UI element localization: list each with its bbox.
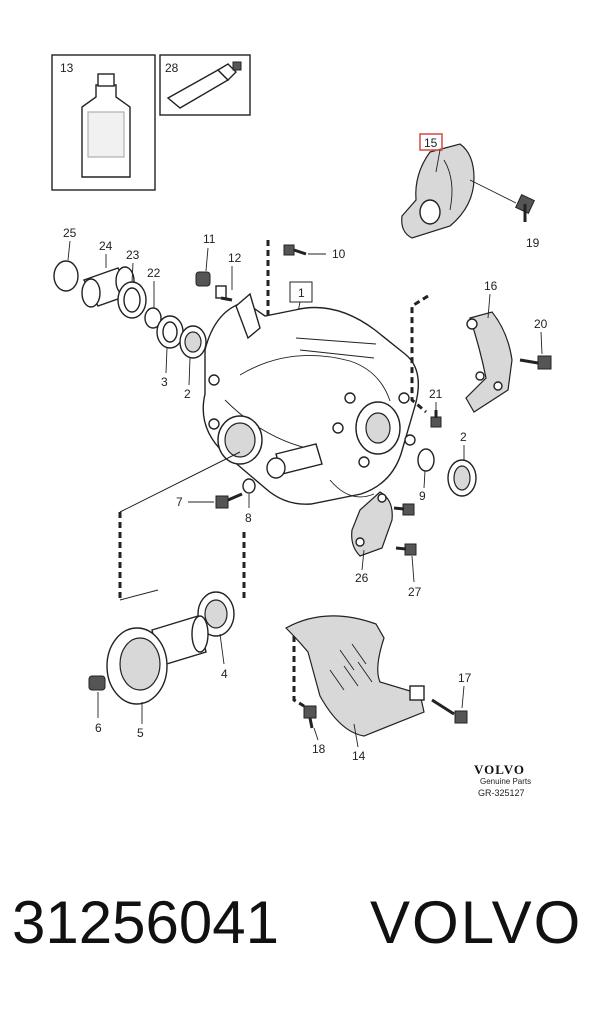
genuine-parts-label: Genuine Parts	[480, 777, 531, 786]
listing-footer: 31256041 VOLVO	[0, 880, 600, 990]
part-8-washer[interactable]	[242, 478, 256, 494]
callout-7: 7	[176, 495, 183, 509]
part-10-bolt[interactable]	[283, 244, 307, 256]
callout-25: 25	[63, 226, 77, 240]
part-9-ring[interactable]	[417, 448, 435, 472]
part-23-seal[interactable]	[117, 281, 147, 319]
exploded-parts-diagram: 13 28 15 19 25 24 23 22	[51, 54, 552, 798]
callout-11: 11	[203, 232, 216, 246]
part-number: 31256041	[12, 889, 279, 956]
callout-19: 19	[526, 236, 540, 250]
part-27-bolts[interactable]	[393, 503, 417, 556]
part-16-bracket[interactable]	[465, 311, 513, 413]
callout-17: 17	[458, 671, 472, 685]
part-21-bolt[interactable]	[430, 410, 442, 428]
callout-1: 1	[298, 286, 305, 300]
part-22-ring[interactable]	[144, 307, 162, 329]
callout-3: 3	[161, 375, 168, 389]
part-11-plug[interactable]	[195, 271, 211, 287]
callout-26: 26	[355, 571, 369, 585]
callout-22: 22	[147, 266, 161, 280]
callout-9: 9	[419, 489, 426, 503]
callout-15: 15	[424, 136, 438, 150]
callout-28: 28	[165, 61, 179, 75]
volvo-logo: VOLVO	[474, 762, 525, 777]
part-28-sealant-tube[interactable]	[159, 54, 251, 116]
part-5-output-flange[interactable]	[106, 615, 209, 705]
part-24-bushing[interactable]	[81, 266, 135, 308]
callout-14: 14	[352, 749, 366, 763]
part-19-bolt[interactable]	[469, 179, 535, 222]
part-26-bracket[interactable]	[351, 491, 393, 557]
callout-5: 5	[137, 726, 144, 740]
part-17-bolt[interactable]	[431, 698, 468, 724]
highlight-box-15	[419, 133, 443, 151]
callout-23: 23	[126, 248, 140, 262]
callout-18: 18	[312, 742, 326, 756]
part-1-label-box	[289, 281, 313, 303]
callout-4: 4	[221, 667, 228, 681]
callout-13: 13	[60, 61, 74, 75]
callout-8: 8	[245, 511, 252, 525]
part-1-differential-housing[interactable]	[202, 292, 419, 505]
part-2-seal-left[interactable]	[179, 325, 207, 359]
part-14-skid-plate[interactable]	[285, 615, 425, 737]
diagram-reference: GR-325127	[478, 788, 525, 798]
make-label: VOLVO	[370, 889, 583, 956]
callout-12: 12	[228, 251, 242, 265]
part-2-seal-right[interactable]	[447, 459, 477, 497]
part-13-oil-bottle[interactable]	[51, 54, 156, 191]
callout-2-right: 2	[460, 430, 467, 444]
part-15-cover[interactable]	[401, 143, 475, 239]
callout-20: 20	[534, 317, 548, 331]
part-3-bearing[interactable]	[156, 315, 184, 349]
callout-6: 6	[95, 721, 102, 735]
part-12-breather[interactable]	[215, 285, 233, 302]
callout-21: 21	[429, 387, 443, 401]
part-18-bolt[interactable]	[303, 705, 317, 729]
part-7-bolt[interactable]	[215, 492, 243, 509]
callout-24: 24	[99, 239, 113, 253]
callout-10: 10	[332, 247, 346, 261]
part-20-bolt[interactable]	[519, 355, 552, 370]
callout-16: 16	[484, 279, 498, 293]
part-6-nut[interactable]	[88, 675, 106, 691]
callout-2-left: 2	[184, 387, 191, 401]
callout-27: 27	[408, 585, 422, 599]
part-25-snap-ring[interactable]	[53, 260, 79, 292]
